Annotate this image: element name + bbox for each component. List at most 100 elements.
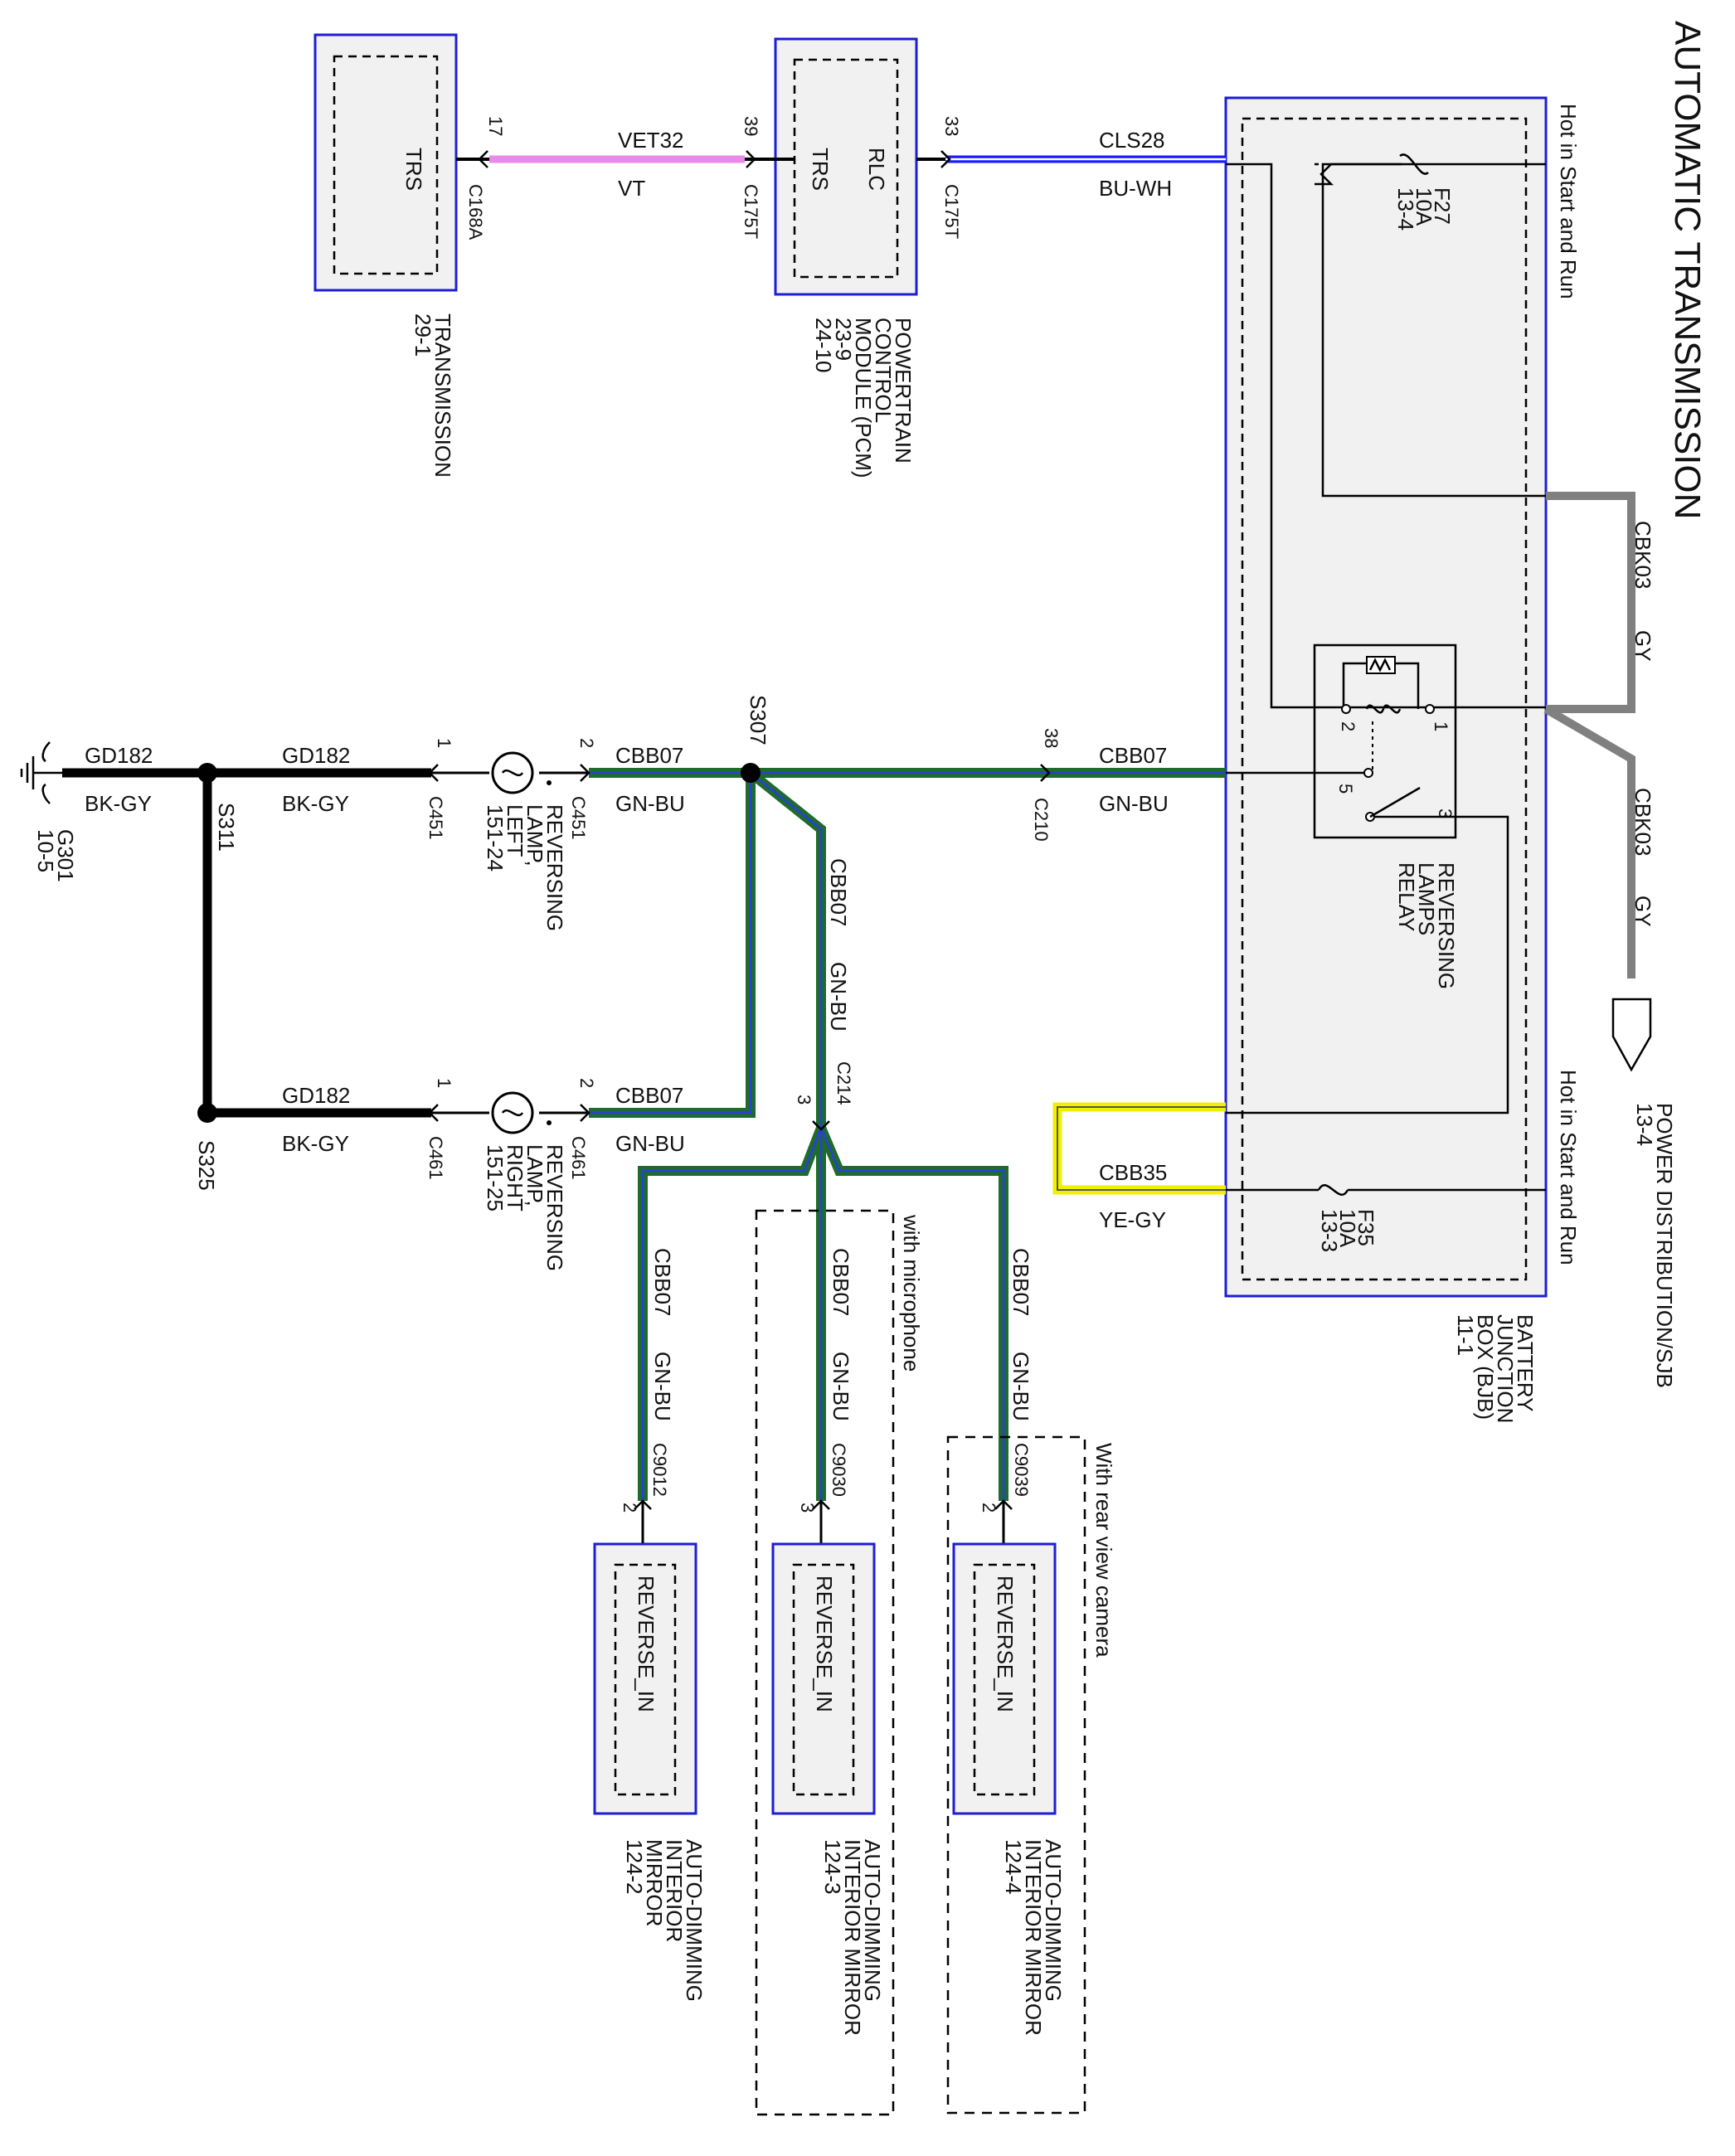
diagram-title: AUTOMATIC TRANSMISSION <box>1667 21 1708 519</box>
f27-feed <box>1315 163 1546 186</box>
s325-label: S325 <box>194 1140 219 1191</box>
c210-pin: 38 <box>1041 728 1062 748</box>
mirror-1-pin-label: REVERSE_IN <box>634 1576 659 1712</box>
left-reversing-lamp: 1 C451 2 C451 REVERSING LAMP, LEFT 151-2… <box>207 738 597 931</box>
bjb-name-line-3: BOX (BJB) <box>1473 1314 1498 1420</box>
c175t-terminal-39 <box>746 150 756 168</box>
mirror-3-pin-label: REVERSE_IN <box>993 1576 1018 1712</box>
mirror-3-name-2: INTERIOR MIRROR <box>1021 1839 1046 2036</box>
f35-fuse-symbol <box>1317 1184 1349 1196</box>
transmission-outline <box>313 33 458 292</box>
c461-1-pin: 1 <box>434 1078 454 1088</box>
c210-terminal <box>1040 764 1051 782</box>
mirror-2-outline <box>771 1542 876 1815</box>
ground-ref: 10-5 <box>33 829 58 872</box>
c9030-pin: 3 <box>797 1503 818 1513</box>
relay-resistor-icon <box>1368 658 1392 673</box>
gd182-circuit-2: GD182 <box>282 743 350 768</box>
cbb07-circuit-c214: CBB07 <box>826 858 851 926</box>
f35-rating: 10A <box>1335 1209 1360 1248</box>
c214-id: C214 <box>833 1061 854 1105</box>
pcm-pin-rlc: RLC <box>864 148 889 191</box>
cbb07-circuit-left: CBB07 <box>615 743 683 768</box>
cbb07-m1-tracer <box>641 1127 823 1501</box>
s325-splice <box>197 1103 217 1123</box>
mirror-1-ref: 124-2 <box>622 1839 647 1895</box>
cbb07-color-m2: GN-BU <box>829 1352 853 1421</box>
s311-splice <box>197 763 217 783</box>
vet32-circuit: VET32 <box>618 128 684 153</box>
left-lamp-name-3: LEFT <box>503 804 527 857</box>
transmission-name: TRANSMISSION <box>430 313 455 478</box>
cbb07-harness <box>589 768 1226 1501</box>
mirror-2-ref: 124-3 <box>820 1839 845 1895</box>
relay-coil-icon <box>1365 704 1402 714</box>
mirror-1-module: 2 C9012 REVERSE_IN AUTO-DIMMING INTERIOR… <box>593 1443 707 2002</box>
f27-fuse-symbol <box>1399 153 1429 175</box>
cbk03-color-top: GY <box>1631 630 1655 662</box>
pcm-name-line-2: CONTROL <box>871 318 896 423</box>
gd182-circuit-1: GD182 <box>85 743 153 768</box>
cbb35-tracer <box>1057 1106 1226 1191</box>
cbb07-circuit-right-lamp: CBB07 <box>615 1083 683 1108</box>
bjb-hot-label-top: Hot in Start and Run <box>1556 104 1581 299</box>
battery-junction-box: Hot in Start and Run Hot in Start and Ru… <box>1224 96 1581 1423</box>
right-lamp-name-1: REVERSING <box>542 1144 567 1271</box>
rear-view-camera-label: With rear view camera <box>1091 1443 1116 1658</box>
cbb07-color-right-lamp: GN-BU <box>615 1131 685 1156</box>
c214-connector: 3 C214 <box>794 1061 854 1131</box>
relay-pin3-to-f35 <box>1226 815 1509 1114</box>
transmission-inner <box>333 55 439 275</box>
f27-rating: 10A <box>1412 187 1436 226</box>
cls28-circuit: CLS28 <box>1099 128 1165 153</box>
cbb07-circuit-bjb: CBB07 <box>1099 743 1167 768</box>
relay-switch-arm <box>1369 786 1421 818</box>
mirror-2-pin-label: REVERSE_IN <box>812 1576 837 1712</box>
right-lamp-name-2: LAMP, <box>522 1144 547 1207</box>
pcm-inner <box>793 58 899 279</box>
pcm-ref-1: 23-9 <box>831 318 856 361</box>
relay-name-line-3: RELAY <box>1394 862 1419 931</box>
c9012-id: C9012 <box>649 1443 670 1497</box>
cbb07-circuit-m2: CBB07 <box>829 1248 853 1316</box>
cbb07-circuit-m1: CBB07 <box>650 1248 675 1316</box>
ground-id: G301 <box>53 829 78 882</box>
gd182-color-3: BK-GY <box>282 1131 349 1156</box>
cls28-wire: CLS28 BU-WH 33 C175T <box>916 116 1226 239</box>
relay-pin-5-dot <box>1363 768 1373 778</box>
c461-1-id: C461 <box>425 1136 446 1180</box>
mirror-1-name-2: INTERIOR <box>662 1839 687 1942</box>
mirror-3-inner <box>973 1563 1036 1796</box>
mirror-1-outline <box>593 1542 697 1815</box>
mirror-1-inner <box>614 1563 677 1796</box>
pcm-outline <box>774 37 918 296</box>
c214-terminal <box>812 1120 830 1131</box>
mirror-3-module: 2 C9039 REVERSE_IN AUTO-DIMMING INTERIOR… <box>952 1443 1066 2036</box>
ground-clip-top <box>41 741 51 763</box>
relay-coil-feed <box>1226 163 1546 709</box>
relay-pin-2-dot <box>1341 704 1351 714</box>
vet32-wire: VET32 VT 17 C168A 39 C175T <box>456 116 795 240</box>
mirror-2-name-2: INTERIOR MIRROR <box>840 1839 865 2036</box>
bjb-inner-outline <box>1241 117 1528 1281</box>
right-lamp-ref: 151-25 <box>483 1144 508 1212</box>
cbk03-circuit-bottom: CBK03 <box>1631 788 1655 856</box>
c175t-terminal-33 <box>940 150 951 168</box>
pcm-module: RLC TRS POWERTRAIN CONTROL MODULE (PCM) … <box>774 37 918 478</box>
power-dist-ref: 13-4 <box>1632 1103 1657 1146</box>
c451-1-pin: 1 <box>434 738 454 748</box>
bjb-name-line-2: JUNCTION <box>1493 1314 1518 1423</box>
relay-name-line-2: LAMPS <box>1414 862 1439 935</box>
c210-connector: 38 C210 <box>1031 728 1062 842</box>
c175t-33-id: C175T <box>941 184 962 239</box>
with-microphone-label: with microphone <box>899 1214 924 1372</box>
ground-icon <box>20 741 62 804</box>
gd182-ground-network: S311 S325 GD182 BK-GY GD182 BK-GY GD182 … <box>20 741 350 1191</box>
mirror-2-inner <box>792 1563 855 1796</box>
right-lamp-filament <box>501 1109 524 1117</box>
c175t-39-pin: 39 <box>741 116 761 136</box>
f35-ref: 13-3 <box>1317 1209 1342 1252</box>
gd182-color-2: BK-GY <box>282 791 349 816</box>
left-lamp-name-1: REVERSING <box>542 804 567 931</box>
cbb07-m3-tracer <box>819 1127 1005 1501</box>
